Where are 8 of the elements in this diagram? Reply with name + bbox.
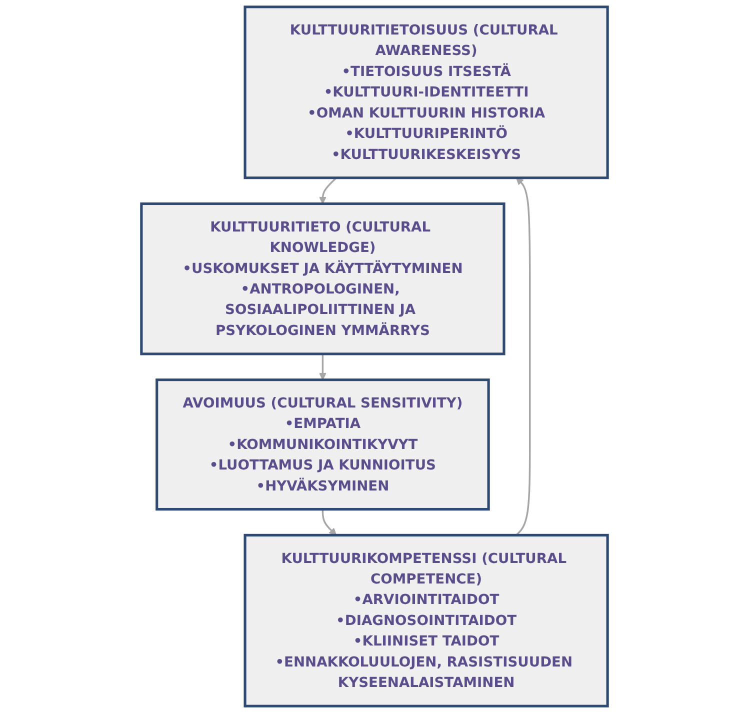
- arrow: [318, 177, 337, 204]
- arrow: [318, 354, 326, 380]
- arrow: [516, 177, 531, 536]
- node-box: KULTTUURITIETOISUUS (CULTURAL AWARENESS) •TIETOISUUS ITSESTÄ •KULTTUURI-IDENTITEETTI •OMAN KULTTUURIN HISTORIA •KULTTUURIPERINTÖ •KULTTUURIKESKEISYYS: [244, 6, 609, 180]
- arrow: [322, 509, 337, 536]
- node-box: AVOIMUUS (CULTURAL SENSITIVITY) •EMPATIA •KOMMUNIKOINTIKYVYT •LUOTTAMUS JA KUNNIOITUS •HYVÄKSYMINEN: [156, 378, 490, 511]
- node-box: KULTTUURIKOMPETENSSI (CULTURAL COMPETENCE) •ARVIOINTITAIDOT •DIAGNOSOINTITAIDOT •KLIINISET TAIDOT •ENNAKKOLUULOJEN, RASISTISUUDEN KYSEENALAISTAMINEN: [244, 534, 609, 708]
- node-box: KULTTUURITIETO (CULTURAL KNOWLEDGE) •USKOMUKSET JA KÄYTTÄYTYMINEN •ANTROPOLOGINEN, SOSIAALIPOLIITTINEN JA PSYKOLOGINEN YMMÄRRYS: [140, 202, 506, 356]
